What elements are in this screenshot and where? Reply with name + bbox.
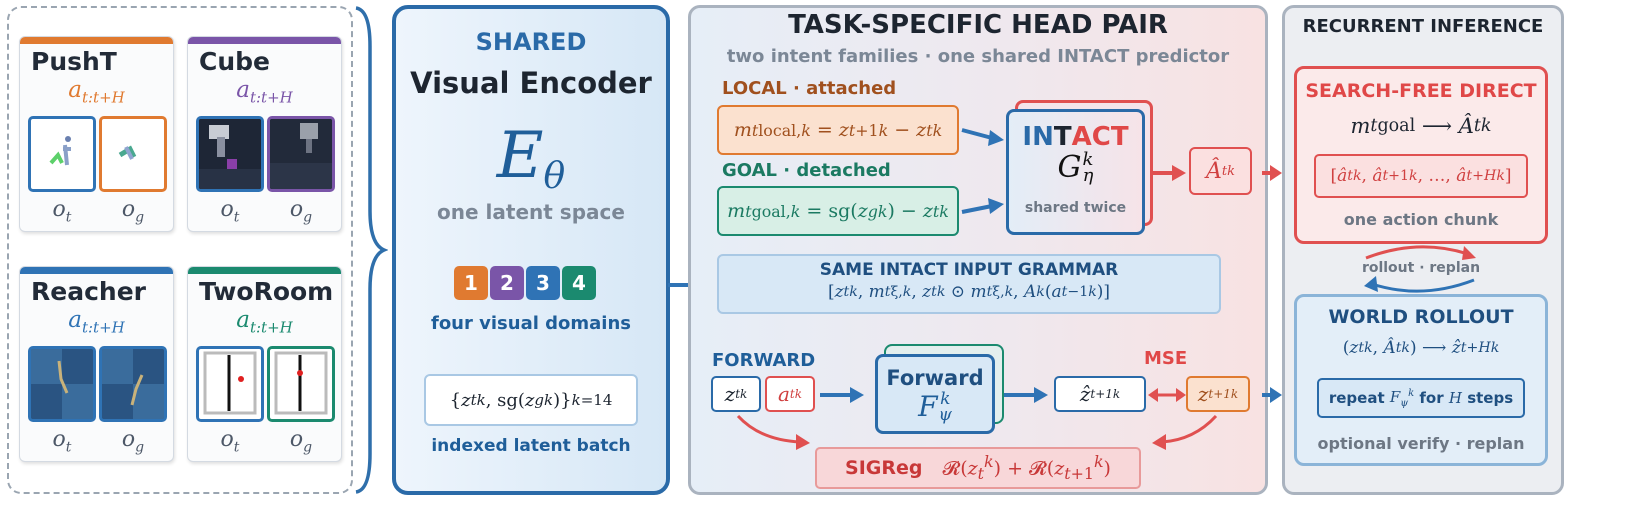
pusht-goal-picture [118, 145, 137, 160]
domain-badge-4: 4 [562, 266, 596, 300]
reacher-obs-picture [31, 349, 93, 419]
grammar-title: SAME INTACT INPUT GRAMMAR [819, 260, 1119, 280]
sigreg-arrows [736, 414, 1218, 450]
domain-action-label: at:t+H [236, 77, 293, 107]
local-label: LOCAL · attached [722, 78, 897, 99]
inputs-to-forward-arrow [820, 387, 864, 403]
domain-name: PushT [31, 47, 117, 76]
sigreg-box: SIGReg 𝓡(ztk) + 𝓡(zt+1k) [815, 447, 1141, 489]
goal-image [267, 346, 335, 422]
observation-image [196, 346, 264, 422]
goal-label: og [121, 427, 145, 456]
cycle-label: rollout · replan [1361, 260, 1481, 276]
direct-title: SEARCH-FREE DIRECT [1305, 80, 1537, 102]
goal-image [99, 116, 167, 192]
domain-color-bar [188, 267, 341, 274]
goal-label-head: GOAL · detached [722, 160, 891, 181]
forward-label: FORWARD [712, 350, 816, 371]
goal-image [99, 346, 167, 422]
domain-action-label: at:t+H [68, 307, 125, 337]
domain-name: TwoRoom [199, 277, 334, 306]
goal-image [267, 116, 335, 192]
domain-badge-1: 1 [454, 266, 488, 300]
domain-color-bar [20, 37, 173, 44]
domain-color-bar [20, 267, 173, 274]
observation-label: ot [52, 197, 72, 226]
domain-brace [355, 6, 388, 494]
intent-to-intact-arrows [961, 128, 1004, 214]
cube-goal-picture [270, 119, 332, 189]
forward-title: Forward [886, 366, 984, 390]
domains-panel [7, 6, 353, 494]
observation-label: ot [220, 427, 240, 456]
domain-name: Cube [199, 47, 270, 76]
goal-label: og [289, 427, 313, 456]
encoder-subtitle: one latent space [437, 200, 625, 224]
cube-obs-picture [199, 119, 261, 189]
domain-action-label: at:t+H [68, 77, 125, 107]
rollout-repeat-box: repeat Fψk for H steps [1317, 378, 1525, 418]
domain-card-reacher: Reacher at:t+H ot og [19, 266, 174, 462]
observation-image [196, 116, 264, 192]
observation-image [28, 346, 96, 422]
head-to-direct-arrow [1262, 165, 1282, 181]
head-title: TASK-SPECIFIC HEAD PAIR [788, 10, 1168, 40]
observation-image [28, 116, 96, 192]
encoder-shared-label: SHARED [475, 28, 587, 56]
grammar-box [717, 254, 1221, 314]
domain-badge-3: 3 [526, 266, 560, 300]
badges-caption: four visual domains [430, 313, 632, 334]
tworoom-obs-picture [203, 351, 257, 415]
domain-card-cube: Cube at:t+H ot og [187, 36, 342, 232]
tworoom-goal-picture [274, 351, 328, 415]
domain-action-label: at:t+H [236, 307, 293, 337]
domain-badge-2: 2 [490, 266, 524, 300]
forward-model [875, 354, 995, 434]
goal-label: og [289, 197, 313, 226]
encoder-title: Visual Encoder [410, 66, 652, 100]
observation-label: ot [52, 427, 72, 456]
domain-name: Reacher [31, 277, 146, 306]
head-to-rollout-arrow [1262, 387, 1282, 403]
head-subtitle: two intent families · one shared INTACT … [726, 46, 1230, 67]
observation-label: ot [220, 197, 240, 226]
batch-caption: indexed latent batch [431, 436, 631, 456]
inference-title: RECURRENT INFERENCE [1302, 16, 1544, 37]
forward-to-pred-arrow [1004, 387, 1048, 403]
replan-cycle-arrows [1364, 245, 1476, 293]
intact-to-action-arrow [1150, 165, 1186, 181]
mse-label: MSE [1144, 348, 1188, 369]
intact-caption: shared twice [1024, 200, 1127, 216]
domain-color-bar [188, 37, 341, 44]
rollout-caption: optional verify · replan [1317, 434, 1525, 453]
intact-predictor [1006, 109, 1145, 235]
domain-card-tworoom: TwoRoom at:t+H ot og [187, 266, 342, 462]
pusht-obs-picture [49, 136, 71, 166]
mse-arrow [1148, 388, 1186, 402]
direct-caption: one action chunk [1343, 210, 1499, 229]
goal-label: og [121, 197, 145, 226]
reacher-goal-picture [102, 349, 164, 419]
domain-card-pusht: PushT at:t+H ot og [19, 36, 174, 232]
rollout-title: WORLD ROLLOUT [1328, 306, 1514, 328]
